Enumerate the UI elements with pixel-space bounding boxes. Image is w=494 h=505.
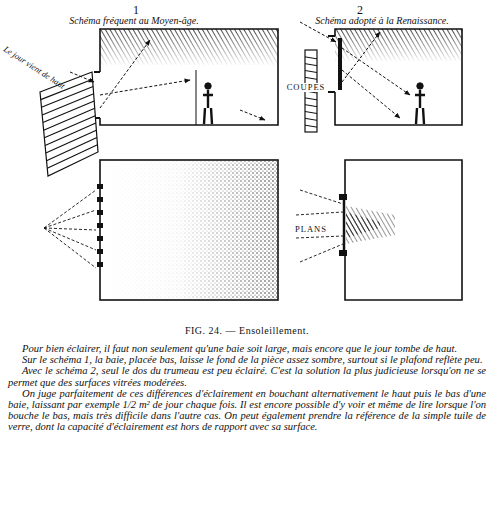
slat (305, 125, 317, 127)
figure-heading: Schéma fréquent au Moyen-âge. (68, 16, 199, 26)
window-pier (97, 210, 103, 215)
light-ray (44, 190, 96, 228)
figure-number: 1 (132, 4, 140, 16)
slat (305, 64, 317, 66)
window-pier (97, 223, 103, 228)
light-ray (44, 210, 96, 228)
figure-heading: Schéma adopté à la Renaissance. (314, 16, 450, 26)
light-ray (300, 244, 343, 262)
slat (305, 71, 317, 73)
light-ray (44, 228, 96, 230)
body-paragraph: Avec le schéma 2, seul le dos du trumeau… (8, 365, 486, 387)
light-ray (296, 212, 343, 215)
slat (305, 77, 317, 79)
window-pier (97, 262, 103, 267)
plan-1 (44, 160, 278, 300)
window-pier (97, 249, 103, 254)
light-ray (296, 236, 343, 238)
window-pier (97, 236, 103, 241)
slat (305, 57, 317, 59)
section-label: COUPES (286, 83, 327, 92)
light-ray (44, 228, 96, 268)
slat (305, 98, 317, 100)
body-paragraph: On juge parfaitement de ces différences … (8, 388, 486, 433)
window-pier (97, 197, 103, 202)
slat (305, 112, 317, 114)
figure-number: 2 (356, 4, 364, 16)
slat (305, 105, 317, 107)
body-paragraph: Sur le schéma 1, la baie, placée bas, la… (8, 354, 486, 365)
section-1 (40, 29, 278, 176)
window-pier (97, 184, 103, 189)
section-2 (300, 22, 462, 132)
light-ray (44, 228, 96, 250)
section-label: PLANS (294, 225, 328, 234)
light-ray (300, 190, 343, 204)
slat (305, 118, 317, 120)
slat (47, 145, 97, 169)
body-paragraph: Pour bien éclairer, il faut non seulemen… (8, 343, 486, 354)
side-note: Le jour vient de haut (1, 44, 67, 91)
figure-caption: FIG. 24. — Ensoleillement. (185, 326, 309, 336)
